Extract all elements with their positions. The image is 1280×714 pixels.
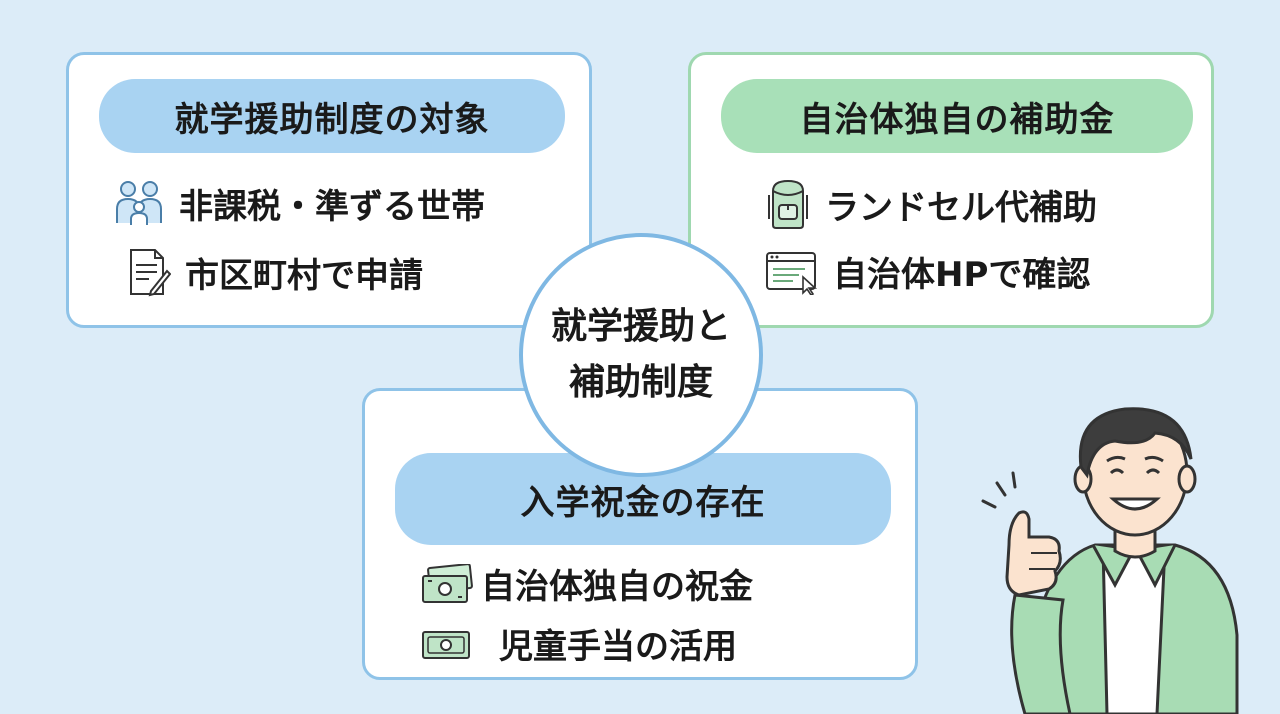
browser-window-icon <box>765 249 819 295</box>
card-enrollment-gift: 入学祝金の存在 自治体独自の祝金 児童手当 <box>362 388 918 680</box>
list-item-label: 自治体独自の祝金 <box>481 567 753 607</box>
center-topic-circle: 就学援助と 補助制度 <box>519 233 763 477</box>
list-item-label: 児童手当の活用 <box>499 627 737 667</box>
thumbs-up-man-illustration <box>975 395 1245 714</box>
card-school-aid-eligibility: 就学援助制度の対象 非課税・準ずる世帯 <box>66 52 592 328</box>
list-item: 自治体HPで確認 <box>765 247 1090 296</box>
card-title: 自治体独自の補助金 <box>721 79 1193 153</box>
banknotes-icon <box>421 563 473 604</box>
school-backpack-icon <box>765 177 811 231</box>
list-item: 自治体独自の祝金 <box>421 559 753 608</box>
list-item: 非課税・準ずる世帯 <box>113 177 485 229</box>
list-item: 市区町村で申請 <box>127 247 423 297</box>
card-municipal-subsidy: 自治体独自の補助金 ランドセル代補助 <box>688 52 1214 328</box>
center-title-line-2: 補助制度 <box>568 362 713 403</box>
list-item: ランドセル代補助 <box>765 177 1097 231</box>
center-title-line-1: 就学援助と <box>550 306 731 347</box>
list-item-label: ランドセル代補助 <box>825 187 1097 228</box>
banknote-icon <box>421 624 473 664</box>
list-item-label: 自治体HPで確認 <box>833 255 1091 295</box>
family-icon <box>113 177 165 229</box>
document-pen-icon <box>127 247 171 297</box>
list-item-label: 非課税・準ずる世帯 <box>179 186 485 227</box>
list-item-label: 市区町村で申請 <box>185 255 423 296</box>
list-item: 児童手当の活用 <box>421 619 737 668</box>
card-title: 就学援助制度の対象 <box>99 79 565 153</box>
